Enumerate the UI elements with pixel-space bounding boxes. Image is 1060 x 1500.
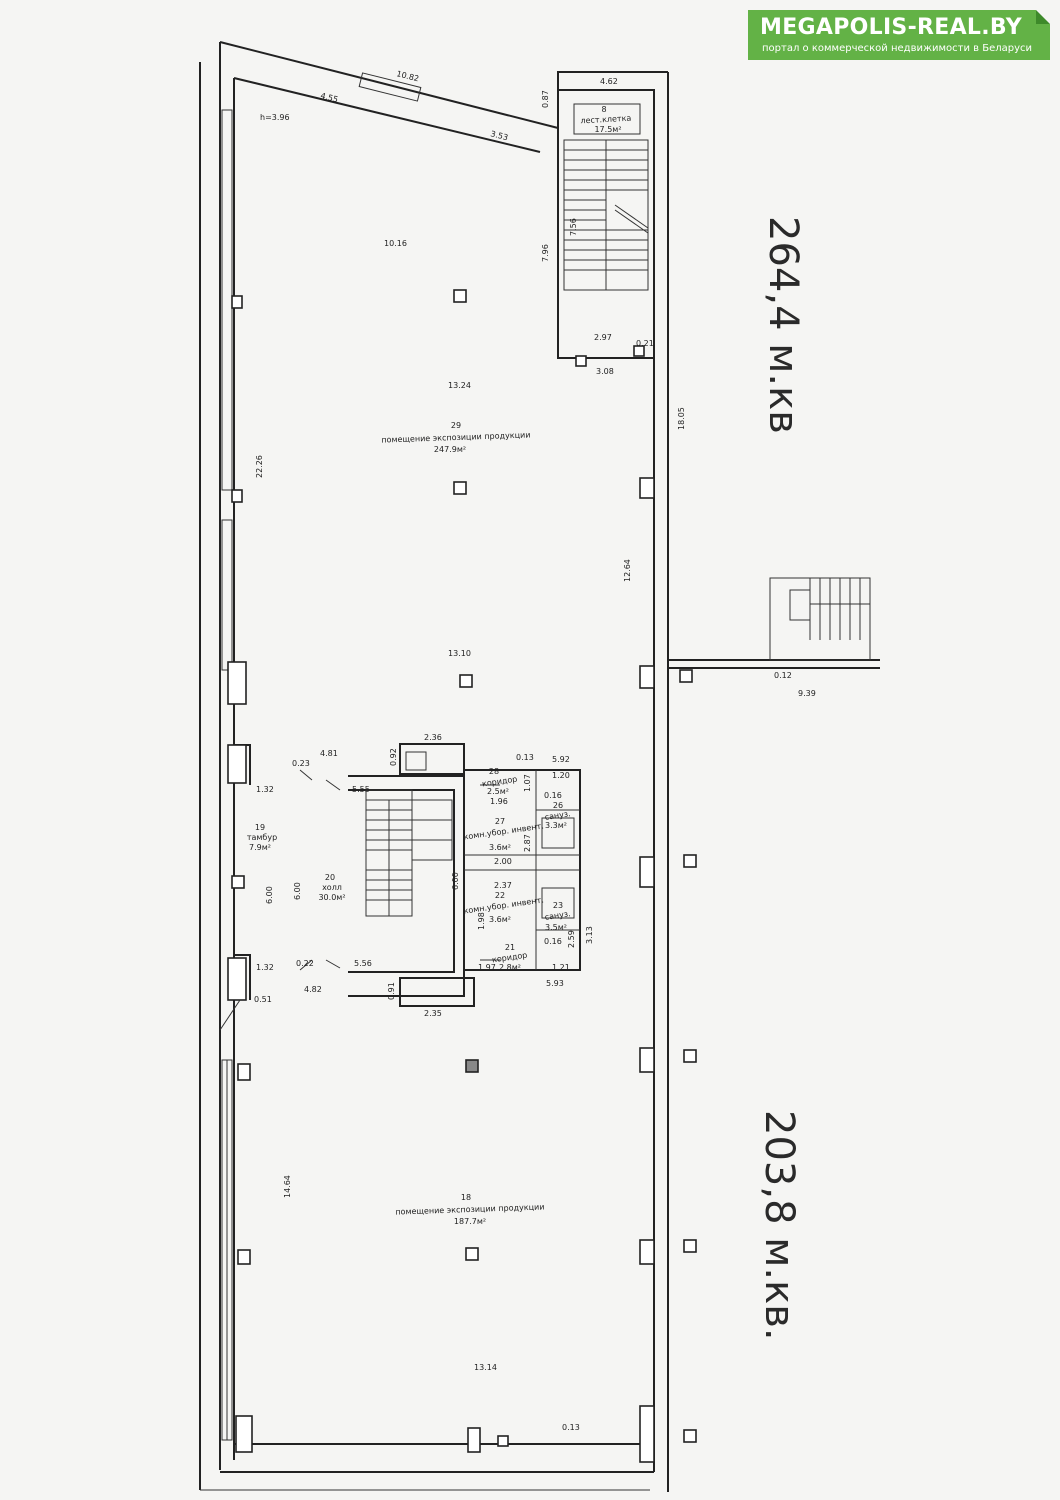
dim-3-08: 3.08 xyxy=(596,367,614,376)
room-27-number: 27 xyxy=(495,817,505,826)
room-21-area: 2.8м² xyxy=(499,963,521,972)
dim-0-92: 0.92 xyxy=(389,748,398,766)
dim-6-00-a: 6.00 xyxy=(265,886,274,904)
dim-10-16: 10.16 xyxy=(384,239,407,248)
room-23-number: 23 xyxy=(553,901,563,910)
dim-6-00-b: 6.00 xyxy=(293,882,302,900)
dim-7-56: 7.56 xyxy=(569,218,578,236)
dim-7-96: 7.96 xyxy=(541,244,550,262)
room-18-area: 187.7м² xyxy=(454,1217,486,1226)
logo-corner-fold xyxy=(1036,10,1050,24)
dim-12-64: 12.64 xyxy=(623,559,632,582)
dim-5-55: 5.55 xyxy=(352,785,370,794)
dim-13-10: 13.10 xyxy=(448,649,471,658)
room-29-name: помещение экспозиции продукции xyxy=(381,430,530,444)
dim-0-13-bottom: 0.13 xyxy=(562,1423,580,1432)
room-28-area: 2.5м² xyxy=(487,787,509,796)
room-8-area: 17.5м² xyxy=(594,125,621,134)
area-label-upper: 264,4 м.кв xyxy=(760,216,806,434)
room-labels: 8 лест.клетка 17.5м² 29 помещение экспоз… xyxy=(247,105,632,1226)
room-8-name: лест.клетка xyxy=(580,114,631,126)
dim-5-93: 5.93 xyxy=(546,979,564,988)
room-18-number: 18 xyxy=(461,1193,471,1202)
dim-1-32-top: 1.32 xyxy=(256,785,274,794)
dim-13-24: 13.24 xyxy=(448,381,471,390)
room-26-area: 3.3м² xyxy=(545,821,567,830)
dim-10-82: 10.82 xyxy=(396,69,420,83)
room-20-name: холл xyxy=(322,883,342,892)
dim-0-13-top: 0.13 xyxy=(516,753,534,762)
dim-1-21: 1.21 xyxy=(552,963,570,972)
dim-9-39: 9.39 xyxy=(798,689,816,698)
dim-2-87: 2.87 xyxy=(523,834,532,852)
dim-0-16-bottom: 0.16 xyxy=(544,937,562,946)
dim-13-14: 13.14 xyxy=(474,1363,497,1372)
dim-4-62: 4.62 xyxy=(600,77,618,86)
dim-1-96: 1.96 xyxy=(490,797,508,806)
dim-1-98: 1.98 xyxy=(477,912,486,930)
dim-18-05: 18.05 xyxy=(677,407,686,430)
dim-6-00-c: 6.00 xyxy=(451,872,460,890)
structural-columns xyxy=(227,289,697,1463)
dim-0-16-top: 0.16 xyxy=(544,791,562,800)
area-label-lower: 203,8 м.кв. xyxy=(756,1110,802,1341)
dim-2-36: 2.36 xyxy=(424,733,442,742)
external-stair xyxy=(668,577,880,669)
dim-0-12: 0.12 xyxy=(774,671,792,680)
left-window-strips xyxy=(221,72,422,1441)
dim-2-97: 2.97 xyxy=(594,333,612,342)
dim-2-37: 2.37 xyxy=(494,881,512,890)
dim-0-51: 0.51 xyxy=(254,995,272,1004)
room-22-area: 3.6м² xyxy=(489,915,511,924)
room-18-name: помещение экспозиции продукции xyxy=(395,1202,544,1216)
dim-14-64: 14.64 xyxy=(283,1175,292,1198)
stairwell-8 xyxy=(557,89,655,359)
dim-1-20: 1.20 xyxy=(552,771,570,780)
room-19-area: 7.9м² xyxy=(249,843,271,852)
dimension-labels: h=3.96 10.82 4.55 3.53 0.87 4.62 10.16 7… xyxy=(254,69,816,1432)
room-23-area: 3.5м² xyxy=(545,923,567,932)
dim-5-92: 5.92 xyxy=(552,755,570,764)
dim-0-22: 0.22 xyxy=(296,959,314,968)
central-core xyxy=(219,743,581,1031)
dim-height: h=3.96 xyxy=(260,113,290,122)
dim-2-59: 2.59 xyxy=(567,930,576,948)
room-26-number: 26 xyxy=(553,801,563,810)
room-23-name: сануз. xyxy=(544,909,571,922)
room-29-number: 29 xyxy=(451,421,461,430)
dim-22-26: 22.26 xyxy=(255,455,264,478)
dim-3-13: 3.13 xyxy=(585,926,594,944)
room-26-name: сануз. xyxy=(544,809,571,822)
room-29-area: 247.9м² xyxy=(434,445,466,454)
dim-5-56: 5.56 xyxy=(354,959,372,968)
room-27-area: 3.6м² xyxy=(489,843,511,852)
room-19-number: 19 xyxy=(255,823,265,832)
dim-3-53: 3.53 xyxy=(490,129,509,142)
dim-0-91: 0.91 xyxy=(387,982,396,1000)
logo-tagline: портал о коммерческой недвижимости в Бел… xyxy=(762,43,1032,54)
logo-brand: MEGAPOLIS-REAL.BY xyxy=(760,15,1022,40)
dim-1-07: 1.07 xyxy=(523,774,532,792)
room-22-number: 22 xyxy=(495,891,505,900)
dim-4-81: 4.81 xyxy=(320,749,338,758)
dim-0-87: 0.87 xyxy=(541,90,550,108)
room-19-name: тамбур xyxy=(247,833,277,842)
dim-2-35: 2.35 xyxy=(424,1009,442,1018)
dim-2-00: 2.00 xyxy=(494,857,512,866)
dim-1-32-bottom: 1.32 xyxy=(256,963,274,972)
dim-4-82: 4.82 xyxy=(304,985,322,994)
room-20-area: 30.0м² xyxy=(318,893,345,902)
dim-0-21: 0.21 xyxy=(636,339,654,348)
room-8-number: 8 xyxy=(601,105,606,114)
dim-4-55: 4.55 xyxy=(320,91,339,104)
logo-banner[interactable]: MEGAPOLIS-REAL.BY портал о коммерческой … xyxy=(748,10,1050,60)
dim-0-23: 0.23 xyxy=(292,759,310,768)
room-20-number: 20 xyxy=(325,873,335,882)
room-21-number: 21 xyxy=(505,943,515,952)
dim-1-97: 1.97 xyxy=(478,963,496,972)
room-28-number: 28 xyxy=(489,767,499,776)
